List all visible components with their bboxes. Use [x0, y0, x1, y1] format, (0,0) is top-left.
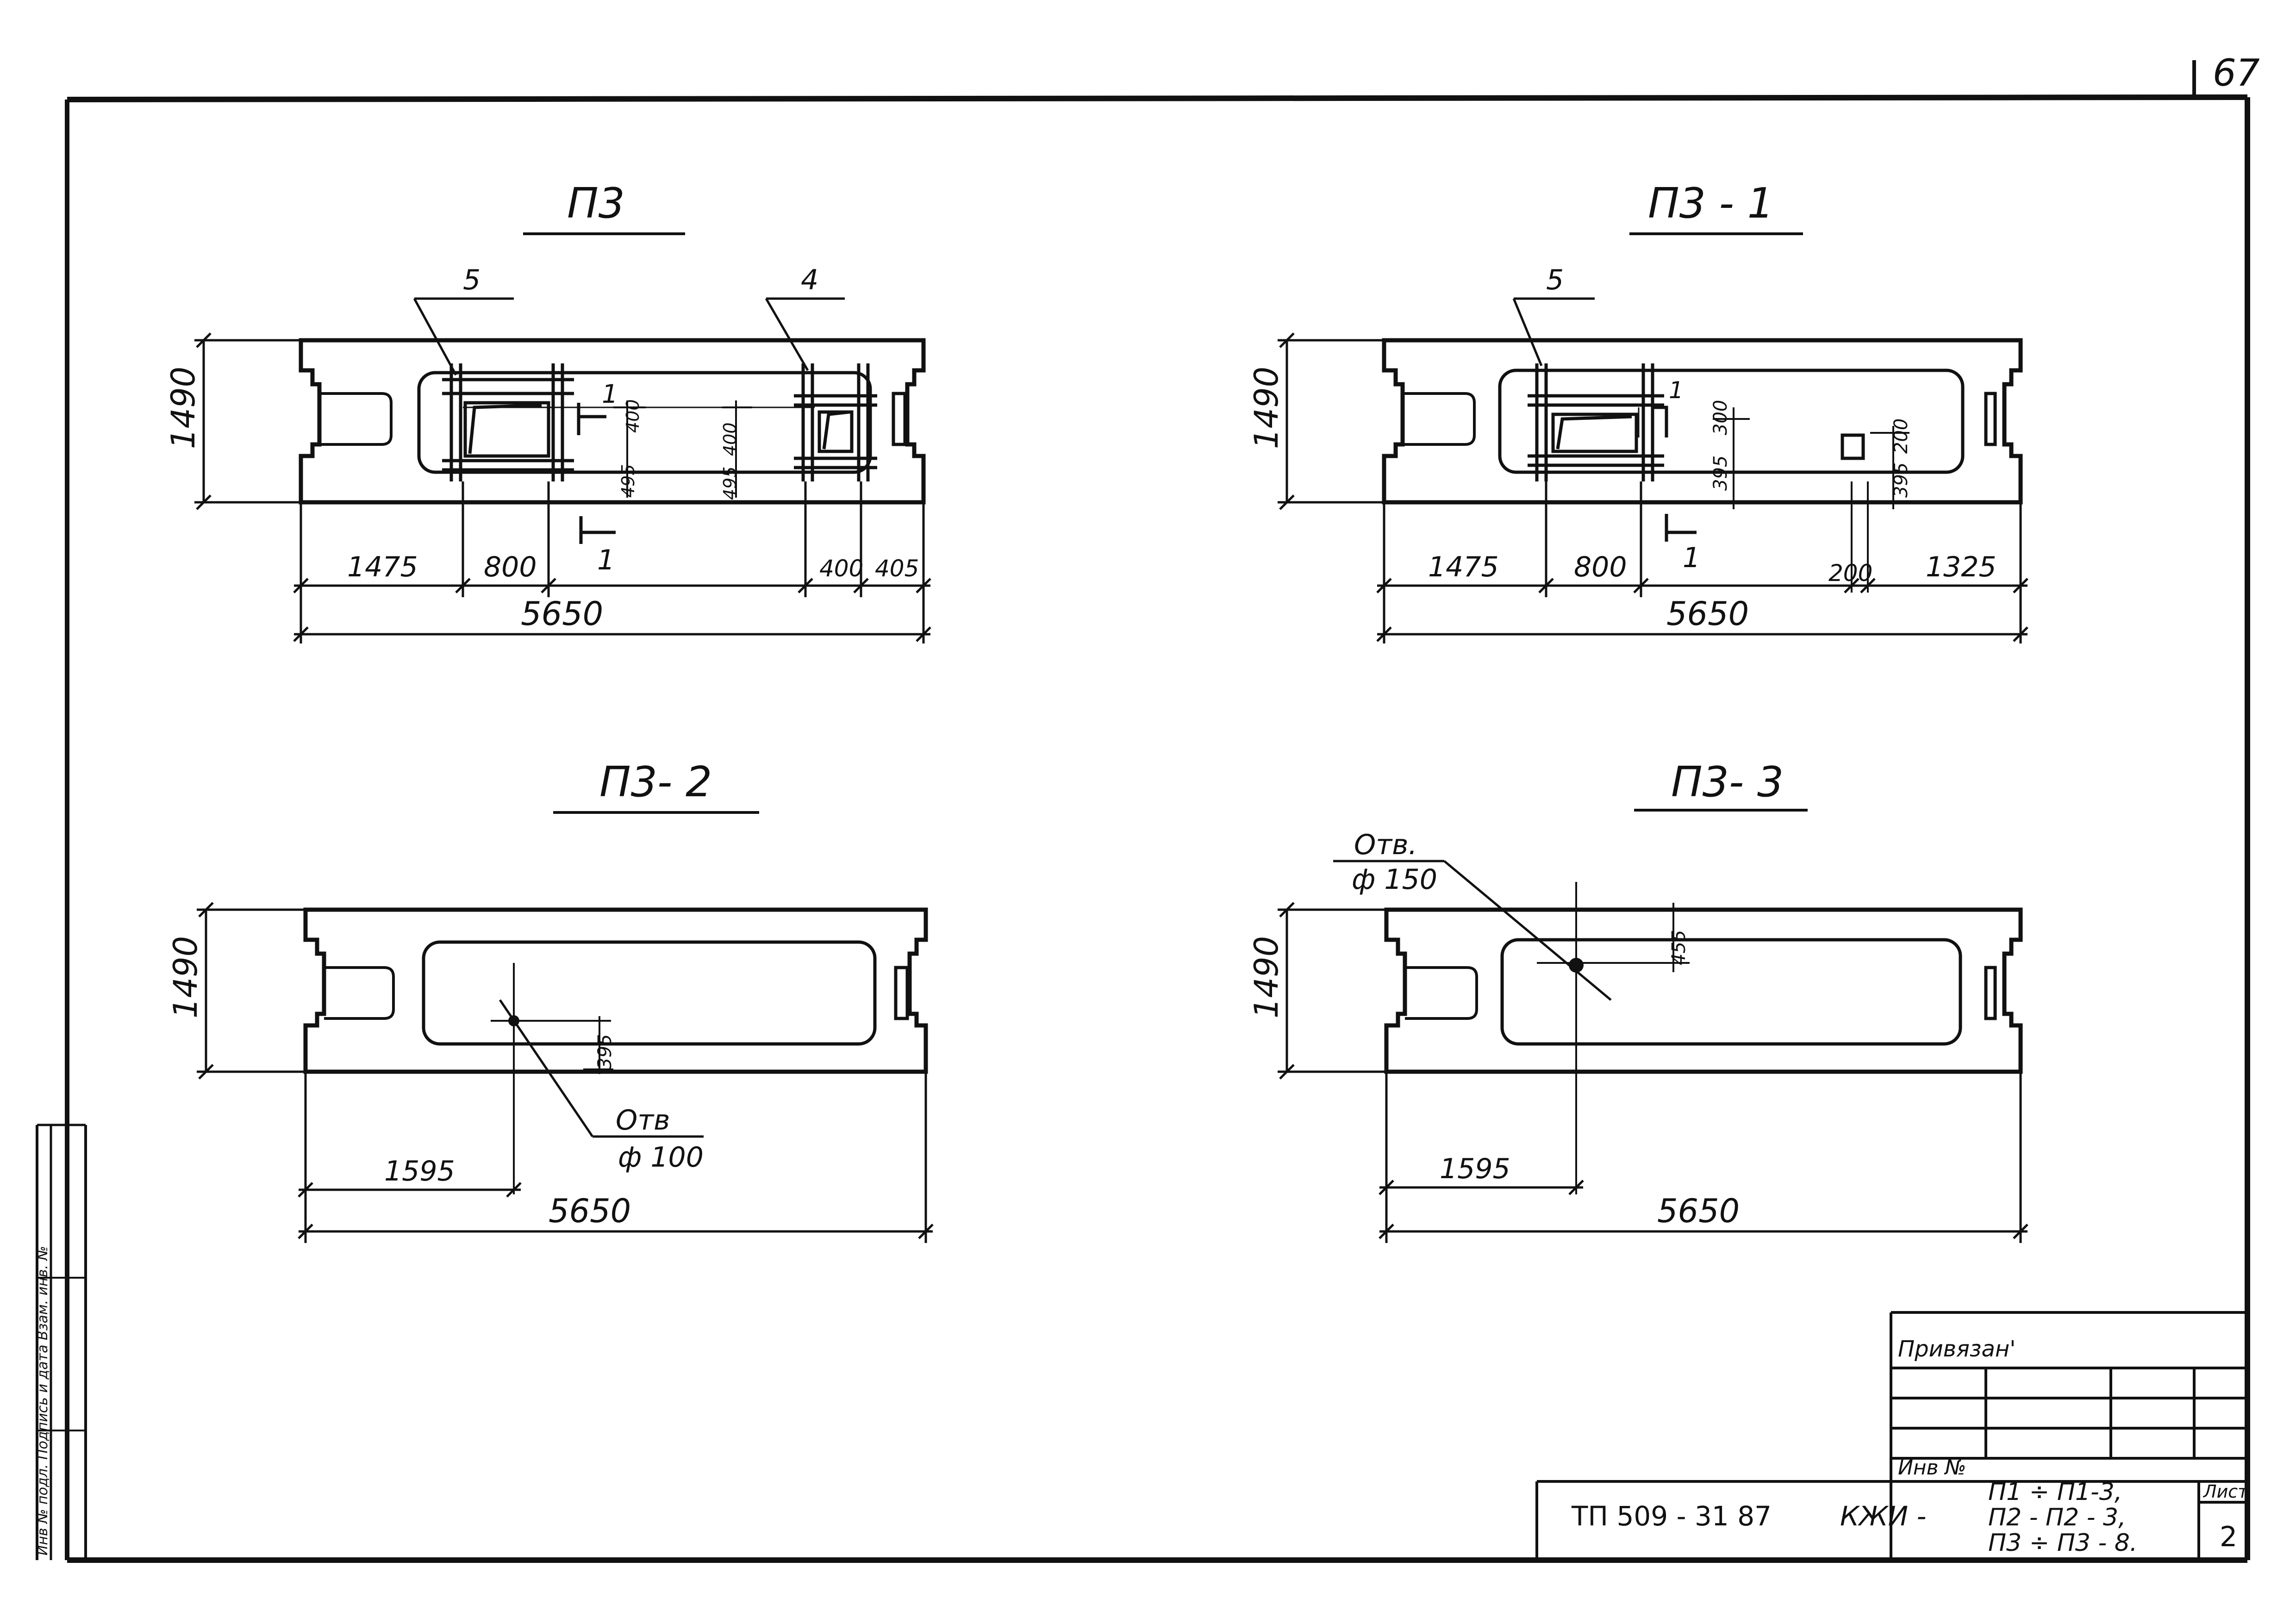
- dim-total: 5650: [521, 595, 603, 633]
- dim-bottom-800: 800: [484, 551, 537, 583]
- binding-strip: Инв № подл. Подпись и дата Взам. инв. №: [35, 1124, 87, 1560]
- hole-label: Отв.: [1354, 829, 1417, 861]
- dim-bottom-1325: 1325: [1926, 551, 1997, 583]
- hole-diameter: ф 100: [618, 1141, 704, 1174]
- dim-height: 1490: [164, 367, 202, 449]
- sheet-label: Лист: [2202, 1481, 2249, 1502]
- dim-bottom-1475: 1475: [347, 551, 418, 583]
- view-title-p3: П3: [567, 179, 625, 228]
- view-title-p3-2: П3- 2: [599, 758, 712, 806]
- callout-4: 4: [801, 264, 818, 296]
- dim-total: 5650: [1657, 1192, 1740, 1230]
- view-p3-1: П3 - 1 5 1 1 300 395: [1248, 179, 2028, 643]
- dim-total: 5650: [1666, 595, 1749, 633]
- range-line-2: П2 - П2 - 3,: [1988, 1504, 2126, 1531]
- section-mark-top: 1: [602, 379, 618, 409]
- view-p3: П3 5 4 1 1: [164, 179, 931, 643]
- dim-height: 1490: [167, 936, 205, 1018]
- dim-inner-455: 455: [1668, 930, 1690, 965]
- inv-label: Инв №: [1898, 1456, 1966, 1480]
- dim-inner-200: 200: [1890, 418, 1912, 454]
- callout-5: 5: [463, 264, 480, 296]
- dim-bottom-1595: 1595: [1440, 1153, 1510, 1185]
- view-p3-3: П3- 3 Отв. ф 150 455 1490: [1248, 758, 2028, 1243]
- title-block: Привязан' Инв № ТП 509 - 31 87 КЖИ - П1 …: [1535, 1311, 2249, 1560]
- page-number: 67: [2213, 51, 2260, 94]
- view-p3-2: П3- 2 Отв ф 100 395 1490: [167, 758, 934, 1243]
- section-mark-bottom: 1: [1683, 542, 1700, 574]
- hole-label: Отв: [616, 1104, 670, 1137]
- range-line-3: П3 ÷ П3 - 8.: [1988, 1529, 2137, 1557]
- dim-bottom-800: 800: [1574, 551, 1627, 583]
- view-title-p3-3: П3- 3: [1671, 758, 1784, 806]
- sheet-number: 2: [2220, 1521, 2237, 1553]
- dim-inner-395a: 395: [1710, 456, 1731, 491]
- dim-total: 5650: [549, 1192, 631, 1230]
- binding-strip-text: Инв № подл. Подпись и дата Взам. инв. №: [35, 1246, 51, 1555]
- range-line-1: П1 ÷ П1-3,: [1988, 1478, 2122, 1506]
- dim-bottom-400: 400: [819, 555, 863, 582]
- dim-inner-495a: 495: [618, 464, 638, 498]
- dim-inner-300: 300: [1710, 400, 1731, 435]
- section-mark-top: 1: [1669, 377, 1684, 404]
- view-title-p3-1: П3 - 1: [1648, 179, 1774, 228]
- dim-height: 1490: [1248, 936, 1285, 1018]
- hole-diameter: ф 150: [1352, 863, 1437, 896]
- dim-inner-395: 395: [594, 1034, 616, 1069]
- kzhi-code: КЖИ -: [1840, 1500, 1926, 1532]
- section-mark-bottom: 1: [597, 544, 615, 576]
- dim-height: 1490: [1248, 367, 1285, 449]
- dim-inner-400b: 400: [720, 422, 740, 456]
- dim-inner-400a: 400: [623, 399, 643, 433]
- dim-bottom-1475: 1475: [1428, 551, 1499, 583]
- drawing-frame: [65, 94, 2250, 1563]
- dim-inner-495b: 495: [720, 466, 740, 500]
- dim-inner-395b: 395: [1890, 462, 1912, 498]
- dim-bottom-1595: 1595: [384, 1155, 455, 1187]
- privyazan-label: Привязан': [1898, 1336, 2015, 1362]
- callout-5: 5: [1546, 264, 1564, 296]
- dim-bottom-200: 200: [1828, 560, 1872, 587]
- doc-code: ТП 509 - 31 87: [1571, 1500, 1772, 1532]
- dim-bottom-405: 405: [875, 555, 919, 582]
